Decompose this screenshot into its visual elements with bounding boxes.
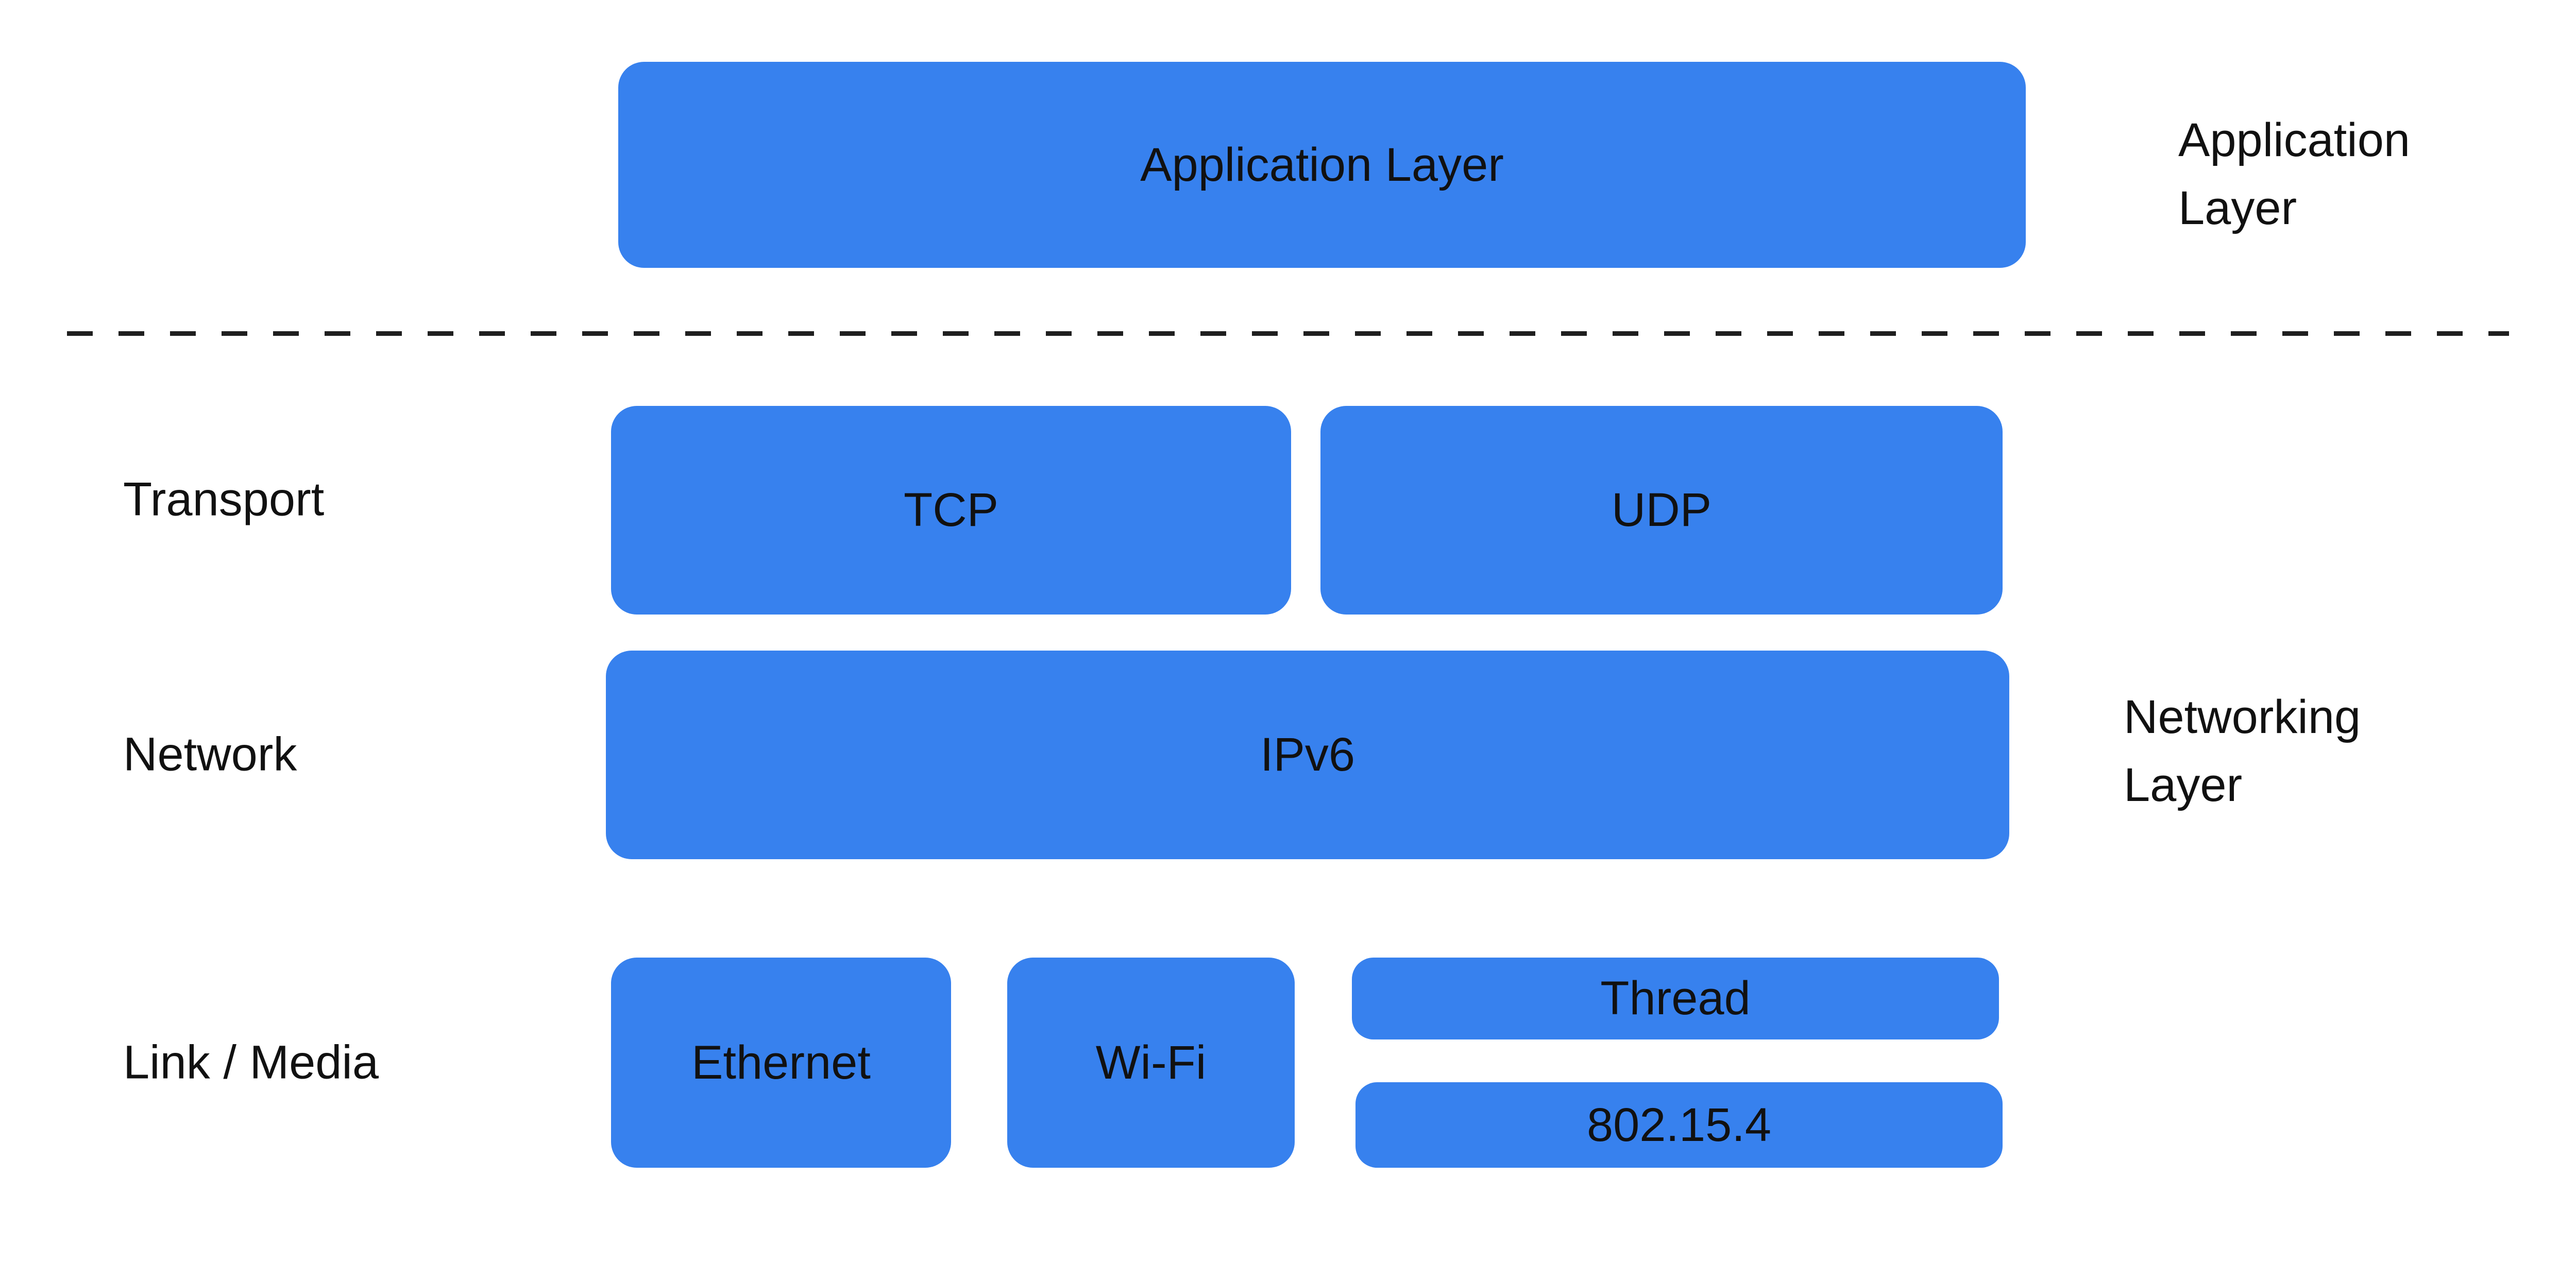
side-label-line: Application — [2178, 114, 2411, 166]
node-label: TCP — [904, 484, 998, 536]
node-application-layer: Application Layer — [618, 62, 2026, 268]
side-label-line: Layer — [2178, 182, 2297, 234]
node-label: IPv6 — [1260, 728, 1355, 781]
node-802-15-4: 802.15.4 — [1355, 1082, 2003, 1168]
row-label-link-media: Link / Media — [123, 1036, 379, 1089]
node-ethernet: Ethernet — [611, 958, 951, 1168]
node-tcp: TCP — [611, 406, 1291, 615]
node-label: Application Layer — [1140, 138, 1504, 191]
node-label: 802.15.4 — [1586, 1098, 1772, 1151]
node-udp: UDP — [1320, 406, 2003, 615]
node-ipv6: IPv6 — [606, 651, 2009, 859]
side-label-application-layer: Application Layer — [2178, 106, 2410, 242]
side-label-line: Layer — [2124, 759, 2243, 811]
row-label-network: Network — [123, 728, 297, 781]
node-thread: Thread — [1352, 958, 1999, 1039]
node-label: Thread — [1600, 972, 1751, 1025]
side-label-networking-layer: Networking Layer — [2124, 683, 2361, 819]
node-label: Wi-Fi — [1095, 1036, 1207, 1089]
node-wifi: Wi-Fi — [1007, 958, 1295, 1168]
node-label: UDP — [1611, 484, 1712, 536]
node-label: Ethernet — [691, 1036, 871, 1089]
row-label-transport: Transport — [123, 473, 325, 526]
layer-divider-dashed-line — [67, 331, 2509, 336]
side-label-line: Networking — [2124, 691, 2361, 743]
